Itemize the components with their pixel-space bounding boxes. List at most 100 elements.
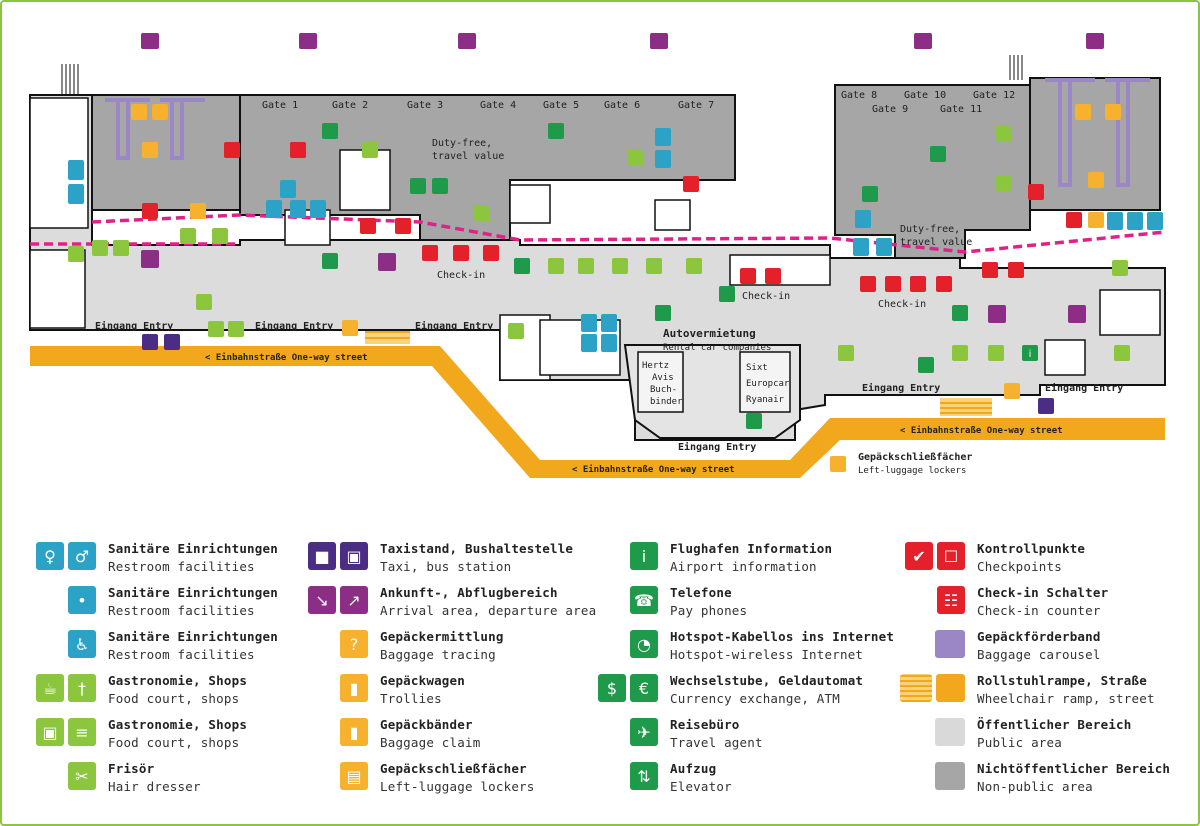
map-icons: i [68,33,1163,472]
atm-icon: € [630,674,658,702]
legend-label-de: Frisör [108,761,155,776]
legend-icons: $€ [590,674,658,704]
coffee-icon [1114,345,1130,361]
legend-label-en: Restroom facilities [108,647,255,662]
wheelchair-icon [855,210,871,228]
phone-icon [410,178,426,194]
legend-label-de: Gepäckwagen [380,673,465,688]
wheelchair-icon [601,314,617,332]
coffee-icon [995,175,1011,191]
rental-company: Avis [652,373,674,383]
lockers-title: Gepäckschließfächer [858,451,972,463]
legend-label-de: Ankunft-, Abflugbereich [380,585,558,600]
car-rental-title: Autovermietung [663,327,756,340]
legend-label-en: Checkpoints [977,559,1062,574]
checkpoint-icon [395,218,411,234]
legend-label-de: Check-in Schalter [977,585,1109,600]
newspaper-icon [212,228,228,244]
legend-label-de: Taxistand, Bushaltestelle [380,541,574,556]
baggage-carousels [105,78,1150,187]
man-icon [68,184,84,204]
legend-icons: i [590,542,658,572]
legend-label-en: Currency exchange, ATM [670,691,840,706]
legend-label-de: Telefone [670,585,732,600]
bus-icon: ▣ [340,542,368,570]
car-rental-subtitle: Rental car companies [663,343,771,353]
one-way-street-label: < Einbahnstraße One-way street [572,464,735,475]
wifi-icon [655,305,671,321]
legend-label-en: Non-public area [977,779,1093,794]
cutlery-icon [228,321,244,337]
phone-icon [322,253,338,269]
checkin-label: Check-in [437,270,485,281]
legend-label-en: Left-luggage lockers [380,779,535,794]
legend-label-de: Gepäckschließfächer [380,761,527,776]
shopping-bag-icon [988,345,1004,361]
gate-label: Gate 5 [543,100,579,111]
scissors-icon [578,258,594,274]
legend-label-de: Kontrollpunkte [977,541,1086,556]
departure-plane-icon [988,305,1006,323]
arrival-plane-icon [1086,33,1104,49]
coffee-icon: ☕ [36,674,64,702]
gate-label: Gate 10 [904,90,946,101]
legend-icons: ☕† [30,674,96,704]
legend-icons: ⇅ [590,762,658,792]
gate-label: Gate 4 [480,100,516,111]
shopping-bag-icon [686,258,702,274]
rental-company: Buch- [650,385,677,395]
legend-icons: ▣≡ [30,718,96,748]
locker-icon [342,320,358,336]
legend-label-de: Sanitäre Einrichtungen [108,585,278,600]
legend-icons [900,674,965,704]
wheelchair-icon [1147,212,1163,230]
info-glyph: i [1029,349,1032,360]
locker-icon [830,456,846,472]
rental-company: Sixt [746,363,768,373]
baggage-claim-icon [1088,172,1104,188]
legend-label-en: Trollies [380,691,442,706]
checkpoint-icon [1028,184,1044,200]
info-icon [1022,345,1038,361]
checkin-counter-icon [422,245,438,261]
dutyfree-label: travel value [900,237,972,248]
public-area-swatch-icon [935,718,965,746]
non-public-area-swatch-icon [935,762,965,790]
gate-label: Gate 8 [841,90,877,101]
wifi-icon [322,123,338,139]
checkpoint-icon [290,142,306,158]
woman-icon [290,200,306,218]
entrance-label: Eingang Entry [95,320,173,332]
baggage-claim-icon [131,104,147,120]
gate-label: Gate 6 [604,100,640,111]
shopping-bag-icon [646,258,662,274]
currency-exchange-icon: $ [598,674,626,702]
ramp-pattern-icon [900,674,933,702]
phone-icon [862,186,878,202]
legend-label-de: Hotspot-Kabellos ins Internet [670,629,895,644]
cutlery-icon [838,345,854,361]
legend-icons [900,762,965,792]
legend-icons: • [30,586,96,616]
baggage-claim-icon: ▮ [340,718,368,746]
checkin-counter-icon [453,245,469,261]
